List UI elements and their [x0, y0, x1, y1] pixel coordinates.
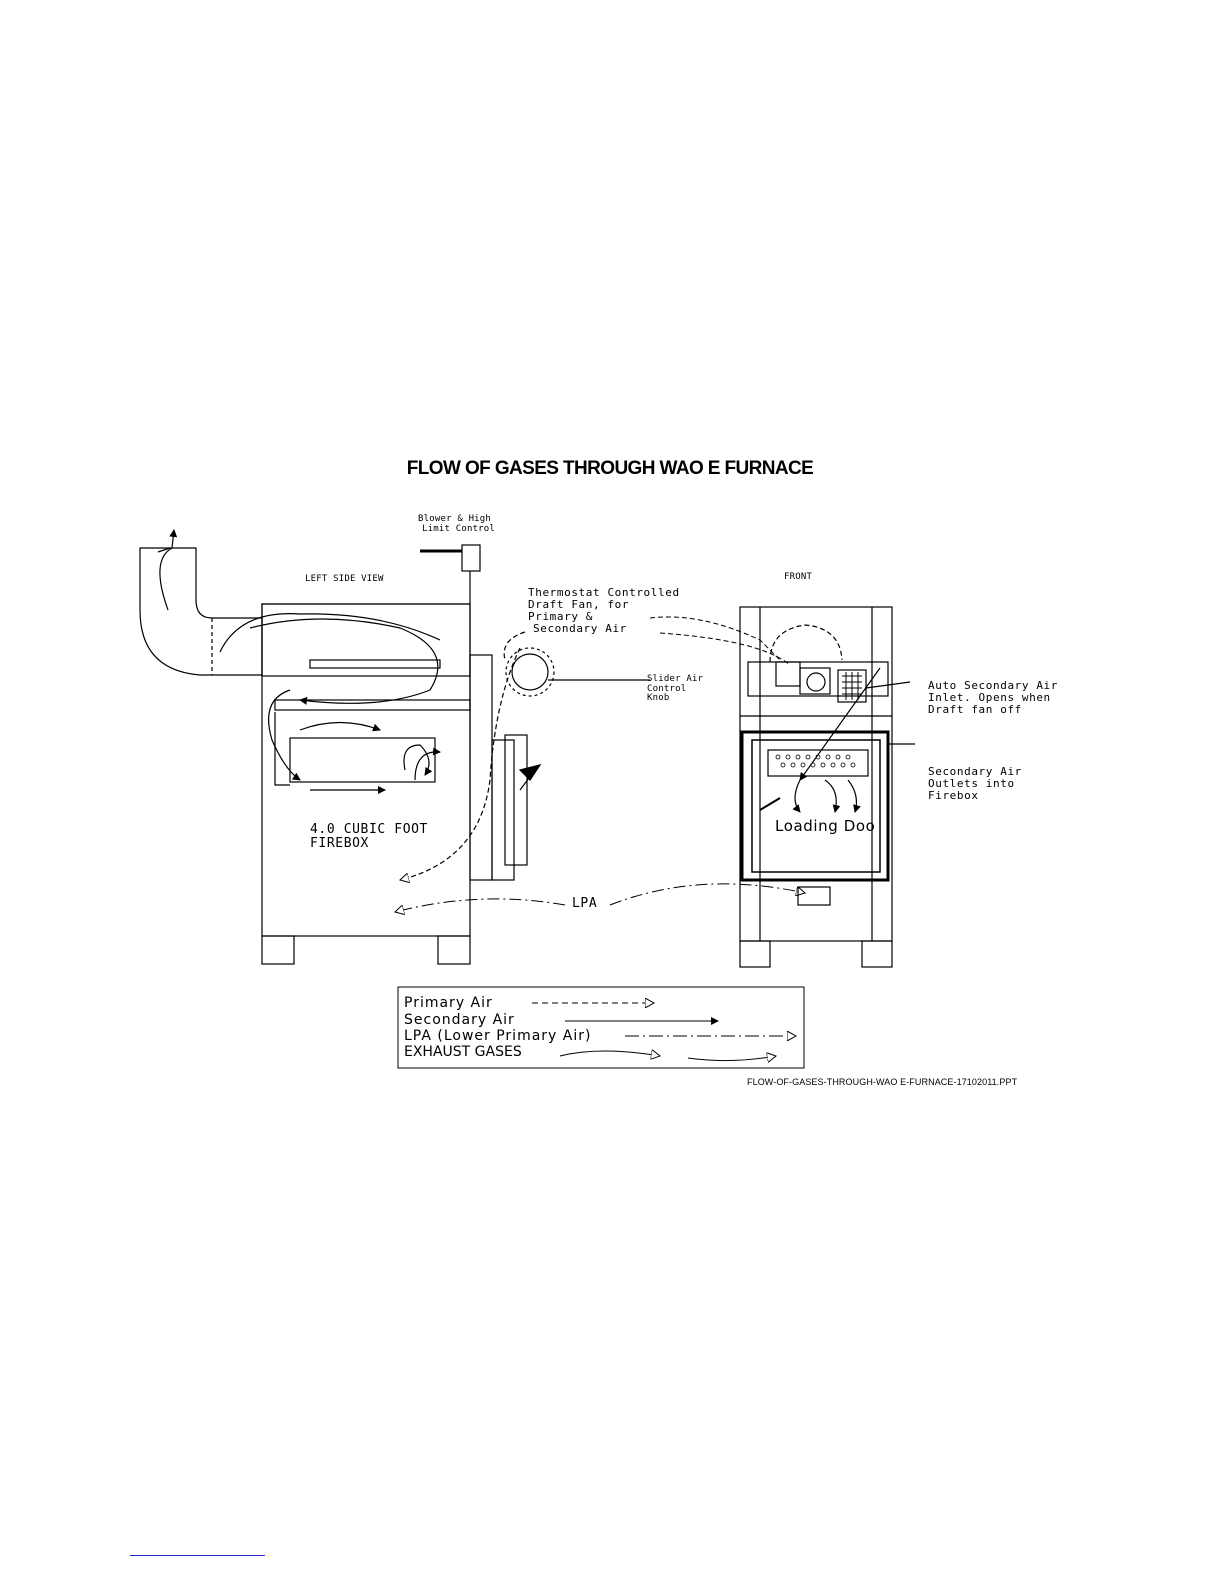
left-side-view: [139, 529, 650, 965]
legend-primary-air: Primary Air: [404, 995, 493, 1011]
flue-pipe: [139, 547, 263, 676]
legend-box: [397, 986, 805, 1069]
auto-inlet-label-1: Auto Secondary Air: [928, 679, 1059, 692]
blower-label-1: Blower & High: [418, 514, 492, 524]
flue-exhaust-arrow: [159, 529, 178, 611]
legend-secondary-air: Secondary Air: [404, 1012, 515, 1028]
blower-box: [461, 544, 481, 572]
front-body: [739, 606, 893, 942]
footnote-separator: [130, 1555, 265, 1556]
firebox-label-1: 4.0 CUBIC FOOT: [310, 822, 428, 837]
furnace-body: [261, 603, 471, 937]
left-side-view-label: LEFT SIDE VIEW: [305, 574, 384, 584]
thermostat-label-1: Thermostat Controlled: [528, 586, 680, 599]
front-label: FRONT: [784, 572, 813, 582]
thermostat-label-2: Draft Fan, for: [528, 598, 630, 611]
slider-label-1: Slider Air: [647, 674, 704, 684]
front-view: [739, 606, 915, 968]
firebox-label-2: FIREBOX: [310, 836, 369, 851]
legend: [397, 986, 805, 1069]
outlets-label-1: Secondary Air: [928, 765, 1022, 778]
thermostat-leaders: [649, 616, 791, 666]
thermostat-label-3: Primary &: [528, 610, 594, 623]
legend-exhaust-gases: EXHAUST GASES: [404, 1044, 522, 1060]
thermostat-label-4: Secondary Air: [533, 622, 627, 635]
lpa-line: [395, 883, 805, 912]
loading-door: [740, 730, 890, 882]
legend-exhaust-line-2: [687, 1056, 776, 1061]
outlets-label-2: Outlets into: [928, 777, 1015, 790]
file-name: FLOW-OF-GASES-THROUGH-WAO E-FURNACE-1710…: [747, 1077, 1018, 1087]
loading-door-label: Loading Doo: [775, 817, 876, 835]
legend-exhaust-line-1: [559, 1051, 660, 1056]
secondary-air-inlet: [837, 669, 867, 703]
legend-lpa: LPA (Lower Primary Air): [404, 1028, 592, 1044]
auto-inlet-label-2: Inlet. Opens when: [928, 691, 1051, 704]
slider-label-3: Knob: [647, 693, 670, 703]
blower-label-2: Limit Control: [422, 524, 496, 534]
lpa-label: LPA: [572, 896, 598, 911]
diagram-title: FLOW OF GASES THROUGH WAO E FURNACE: [406, 458, 814, 479]
auto-inlet-label-3: Draft fan off: [928, 703, 1022, 716]
draft-fan: [511, 653, 549, 691]
outlets-label-3: Firebox: [928, 789, 979, 802]
slider-label-2: Control: [647, 684, 687, 694]
